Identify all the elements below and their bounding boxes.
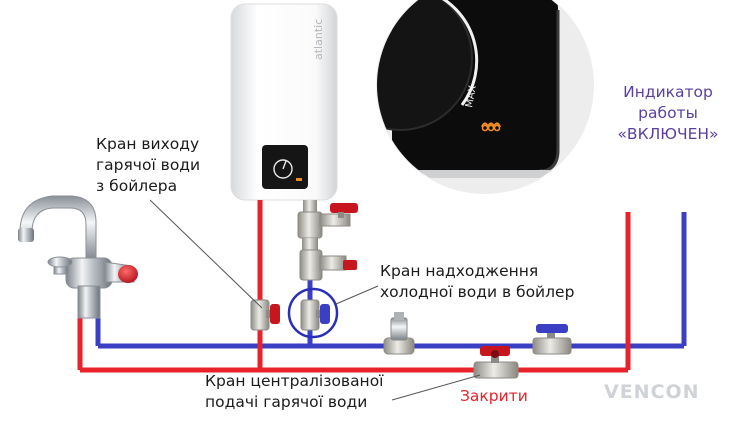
close-action-label: Закрити xyxy=(460,387,528,405)
thermostat-dial: MAX xyxy=(377,0,479,131)
central-hot-valve-label: Кран централізованої подачі гарячої води xyxy=(205,372,384,411)
hot-outlet-valve xyxy=(250,299,280,331)
cold-inlet-valve xyxy=(300,299,330,331)
control-panel-zoom: MAX xyxy=(376,0,594,194)
water-heater-boiler: atlantic xyxy=(230,3,338,201)
mixer-faucet xyxy=(18,195,138,319)
boiler-control-panel xyxy=(262,145,308,189)
hot-water-pipes xyxy=(77,200,631,373)
vencon-watermark: VENCON xyxy=(604,381,700,403)
cold-inlet-highlight-circle xyxy=(287,287,339,339)
cold-supply-valve xyxy=(532,324,572,355)
boiler-outlet-valve-label: Кран виходу гарячої води з бойлера xyxy=(96,135,201,195)
heating-indicator-icon xyxy=(480,122,502,132)
central-hot-supply-valve xyxy=(473,346,519,379)
indicator-status-label: Индикатор работы «ВКЛЮЧЕН» xyxy=(617,83,719,143)
cold-inlet-valve-label: Кран надходження холодної води в бойлер xyxy=(380,262,575,301)
safety-valve-assembly xyxy=(297,200,358,281)
boiler-dial-icon xyxy=(273,159,293,179)
leader-lines xyxy=(149,199,481,401)
pressure-reducer xyxy=(383,312,415,355)
dial-max-text: MAX xyxy=(464,84,479,108)
boiler-brand-text: atlantic xyxy=(312,19,325,60)
